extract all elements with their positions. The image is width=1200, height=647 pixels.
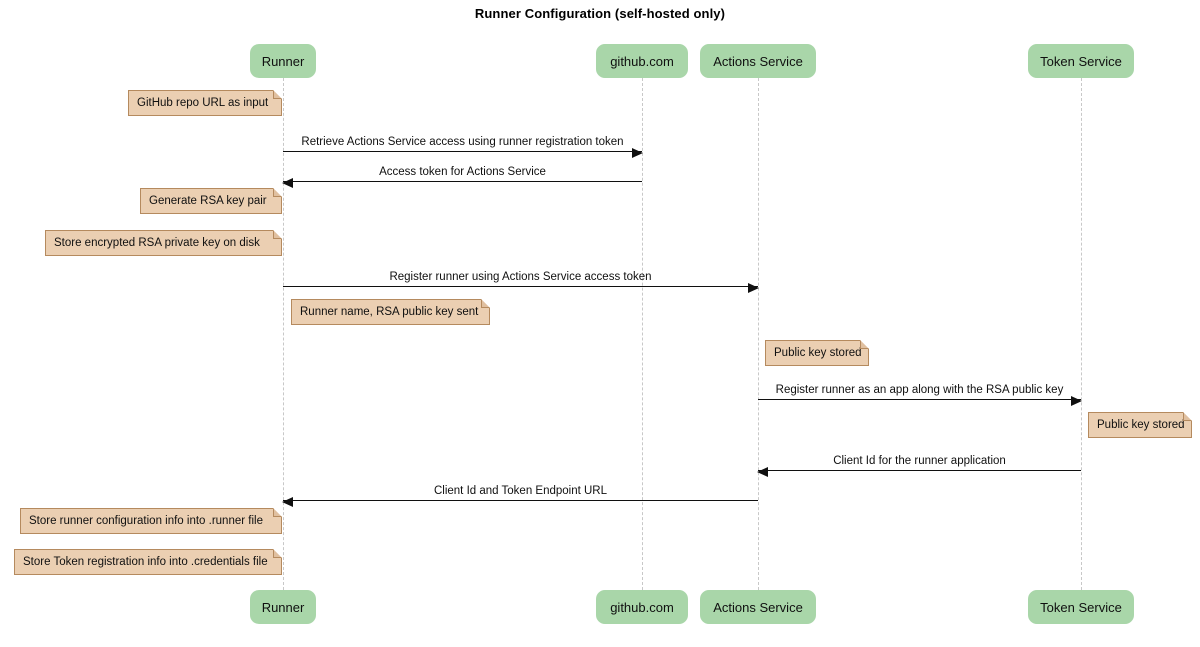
note-body: GitHub repo URL as input: [128, 90, 282, 116]
participant-label: github.com: [610, 599, 674, 615]
participant-actions-bottom[interactable]: Actions Service: [700, 590, 816, 624]
participant-runner-top[interactable]: Runner: [250, 44, 316, 78]
msg-client-id[interactable]: Client Id for the runner application: [757, 449, 1081, 477]
message-line: [283, 286, 758, 287]
note-body: Runner name, RSA public key sent: [291, 299, 490, 325]
note-body: Public key stored: [765, 340, 869, 366]
message-line: [758, 399, 1081, 400]
note-public-key-stored-1[interactable]: Public key stored: [765, 340, 869, 366]
note-body: Store Token registration info into .cred…: [14, 549, 282, 575]
note-body: Public key stored: [1088, 412, 1192, 438]
msg-retrieve-actions-access[interactable]: Retrieve Actions Service access using ru…: [283, 130, 643, 158]
participant-label: Runner: [261, 599, 305, 615]
note-store-private-key[interactable]: Store encrypted RSA private key on disk: [45, 230, 282, 256]
note-store-runner-config[interactable]: Store runner configuration info into .ru…: [20, 508, 282, 534]
participant-token-top[interactable]: Token Service: [1028, 44, 1134, 78]
participant-label: Token Service: [1040, 53, 1122, 69]
arrowhead-left-icon: [282, 177, 293, 188]
participant-label: github.com: [610, 53, 674, 69]
participant-actions-top[interactable]: Actions Service: [700, 44, 816, 78]
participant-token-bottom[interactable]: Token Service: [1028, 590, 1134, 624]
note-public-key-stored-2[interactable]: Public key stored: [1088, 412, 1192, 438]
arrowhead-right-icon: [1071, 395, 1082, 406]
lifeline-runner: [283, 78, 284, 590]
note-label: Store runner configuration info into .ru…: [29, 515, 263, 527]
message-label: Retrieve Actions Service access using ru…: [301, 136, 624, 148]
note-label: Generate RSA key pair: [149, 195, 267, 207]
note-store-token-reg[interactable]: Store Token registration info into .cred…: [14, 549, 282, 575]
note-label: Store encrypted RSA private key on disk: [54, 237, 260, 249]
arrowhead-left-icon: [282, 496, 293, 507]
participant-label: Runner: [261, 53, 305, 69]
page-title: Runner Configuration (self-hosted only): [474, 6, 726, 21]
message-line: [283, 151, 642, 152]
note-label: Runner name, RSA public key sent: [300, 306, 479, 318]
arrowhead-left-icon: [757, 466, 768, 477]
participant-label: Actions Service: [713, 599, 803, 615]
message-label: Register runner as an app along with the…: [775, 384, 1064, 396]
message-line: [758, 470, 1081, 471]
message-label: Client Id and Token Endpoint URL: [433, 485, 608, 497]
note-body: Store runner configuration info into .ru…: [20, 508, 282, 534]
message-label: Register runner using Actions Service ac…: [389, 271, 652, 283]
lifeline-github: [642, 78, 643, 590]
arrowhead-right-icon: [748, 282, 759, 293]
participant-label: Token Service: [1040, 599, 1122, 615]
participant-runner-bottom[interactable]: Runner: [250, 590, 316, 624]
message-label: Access token for Actions Service: [379, 166, 546, 178]
msg-register-runner[interactable]: Register runner using Actions Service ac…: [283, 265, 759, 293]
note-github-repo-url[interactable]: GitHub repo URL as input: [128, 90, 282, 116]
lifeline-actions: [758, 78, 759, 590]
participant-label: Actions Service: [713, 53, 803, 69]
note-label: Store Token registration info into .cred…: [23, 556, 268, 568]
participant-github-bottom[interactable]: github.com: [596, 590, 688, 624]
arrowhead-right-icon: [632, 147, 643, 158]
message-line: [283, 181, 642, 182]
message-line: [283, 500, 758, 501]
message-label: Client Id for the runner application: [833, 455, 1006, 467]
note-generate-rsa[interactable]: Generate RSA key pair: [140, 188, 282, 214]
msg-register-runner-as-app[interactable]: Register runner as an app along with the…: [758, 378, 1082, 406]
lifeline-token: [1081, 78, 1082, 590]
note-label: GitHub repo URL as input: [137, 97, 269, 109]
note-body: Generate RSA key pair: [140, 188, 282, 214]
msg-access-token[interactable]: Access token for Actions Service: [282, 160, 642, 188]
note-runner-name-pubkey[interactable]: Runner name, RSA public key sent: [291, 299, 490, 325]
note-label: Public key stored: [774, 347, 862, 359]
note-body: Store encrypted RSA private key on disk: [45, 230, 282, 256]
msg-client-id-token-endpoint[interactable]: Client Id and Token Endpoint URL: [282, 479, 758, 507]
note-label: Public key stored: [1097, 419, 1185, 431]
participant-github-top[interactable]: github.com: [596, 44, 688, 78]
